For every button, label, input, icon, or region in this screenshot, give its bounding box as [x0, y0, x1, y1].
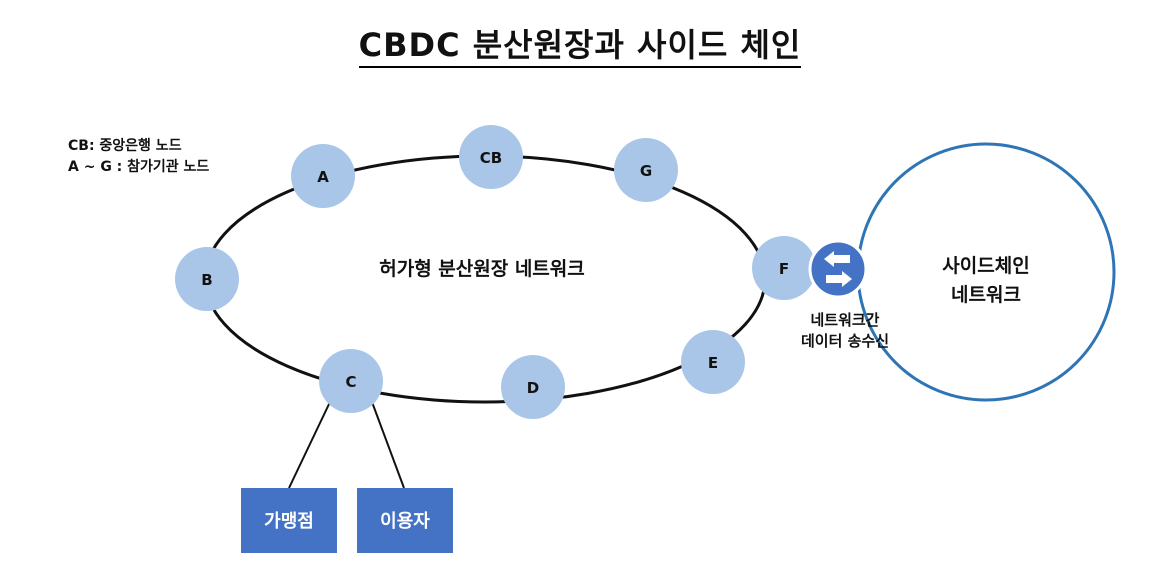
svg-text:F: F [779, 260, 789, 278]
node-c[interactable]: C [319, 349, 383, 413]
legend-central-bank: CB: 중앙은행 노드 [68, 138, 182, 154]
svg-text:C: C [345, 373, 356, 391]
legend: CB: 중앙은행 노드 A ~ G : 참가기관 노드 [68, 136, 209, 178]
link-c-merchant [288, 401, 331, 489]
svg-text:D: D [527, 379, 539, 397]
svg-text:CB: CB [480, 149, 502, 167]
side-chain-label-line2: 네트워크 [951, 284, 1021, 306]
node-e[interactable]: E [681, 330, 745, 394]
diagram-title: CBDC 분산원장과 사이드 체인 [0, 20, 1160, 68]
svg-text:A: A [317, 168, 329, 186]
side-chain-label-line1: 사이드체인 [942, 255, 1029, 277]
svg-text:가맹점: 가맹점 [264, 511, 314, 532]
svg-text:G: G [640, 162, 652, 180]
diagram-title-text: CBDC 분산원장과 사이드 체인 [358, 26, 802, 68]
interchange-label-line2: 데이터 송수신 [801, 332, 889, 350]
svg-text:이용자: 이용자 [380, 511, 430, 532]
interchange-label-line1: 네트워크간 [810, 311, 879, 329]
merchant-box[interactable]: 가맹점 [241, 488, 337, 553]
svg-text:B: B [201, 271, 212, 289]
node-b[interactable]: B [175, 247, 239, 311]
user-box[interactable]: 이용자 [357, 488, 453, 553]
node-d[interactable]: D [501, 355, 565, 419]
permissioned-network-label: 허가형 분산원장 네트워크 [379, 258, 585, 280]
bidirectional-arrows-icon [808, 239, 868, 299]
node-g[interactable]: G [614, 138, 678, 202]
link-c-user [371, 401, 405, 489]
legend-participants: A ~ G : 참가기관 노드 [68, 159, 210, 175]
node-cb[interactable]: CB [459, 125, 523, 189]
node-f[interactable]: F [752, 236, 816, 300]
svg-text:E: E [708, 354, 718, 372]
node-a[interactable]: A [291, 144, 355, 208]
